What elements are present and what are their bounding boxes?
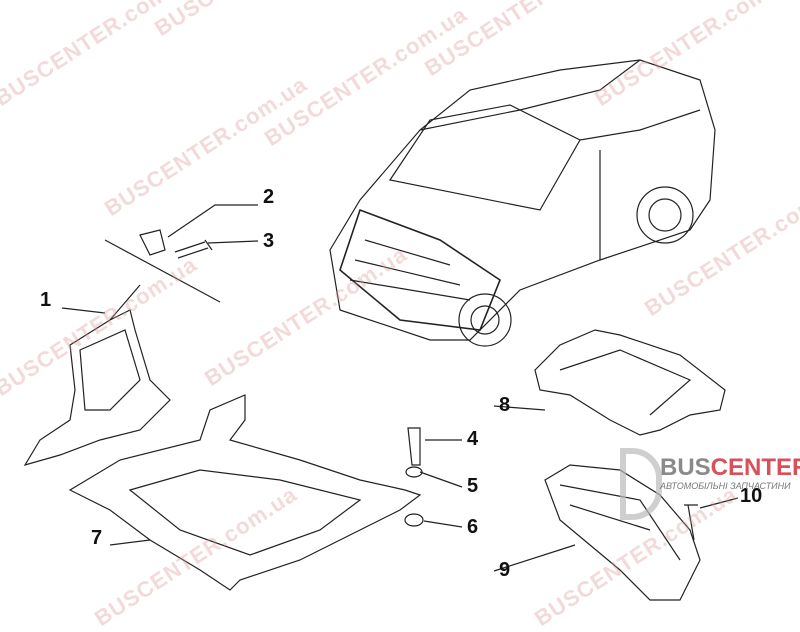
callout-2: 2	[263, 186, 275, 208]
callout-9: 9	[499, 559, 511, 581]
part-3-screw	[174, 239, 213, 259]
part-8-shield	[534, 329, 726, 436]
callout-10: 10	[740, 485, 763, 507]
callout-8: 8	[499, 394, 511, 416]
part-1-shield	[23, 309, 171, 466]
callout-5: 5	[467, 475, 479, 497]
part-5-nut	[405, 466, 423, 478]
leader-lines	[61, 204, 739, 572]
part-4-bolt	[407, 427, 421, 466]
part-7-underbody-shield	[68, 394, 422, 591]
part-2-clip	[139, 229, 166, 256]
part-9-heat-shield	[544, 464, 701, 601]
logo-tagline: АВТОМОБІЛЬНІ ЗАПЧАСТИНИ	[660, 481, 791, 491]
callout-4: 4	[467, 428, 479, 450]
logo-b-mark	[620, 448, 662, 520]
part-10-screw	[684, 504, 698, 541]
callout-7: 7	[91, 527, 103, 549]
callout-3: 3	[263, 230, 275, 252]
logo-brand: BUSCENTER	[660, 454, 800, 481]
part-6-washer	[404, 513, 424, 527]
van-illustration	[329, 59, 716, 347]
callout-1: 1	[40, 289, 52, 311]
callout-6: 6	[467, 516, 479, 538]
